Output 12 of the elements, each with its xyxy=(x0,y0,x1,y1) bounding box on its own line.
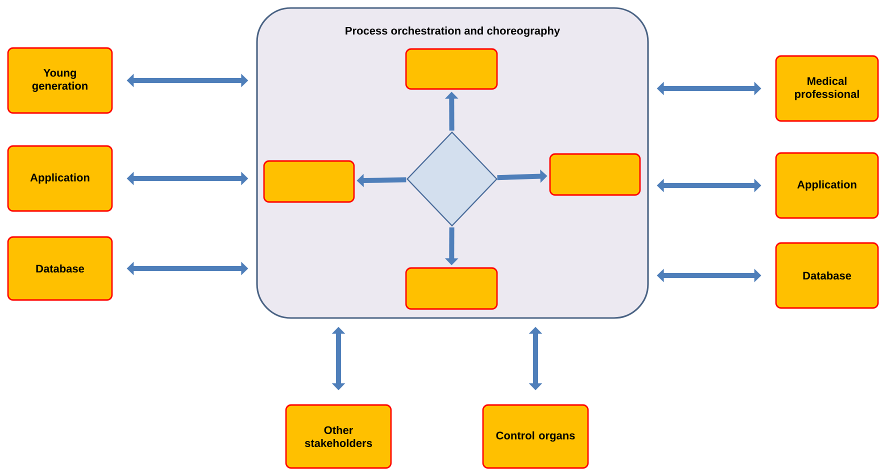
process-box: Application xyxy=(7,145,113,212)
process-box: Medical professional xyxy=(775,55,879,122)
process-box xyxy=(405,48,498,90)
process-box: Database xyxy=(7,236,113,301)
process-box xyxy=(263,160,355,203)
process-box xyxy=(549,153,641,196)
process-box: Control organs xyxy=(482,404,589,469)
process-box: Other stakeholders xyxy=(285,404,392,469)
process-box: Application xyxy=(775,152,879,219)
process-box: Young generation xyxy=(7,47,113,114)
process-box xyxy=(405,267,498,310)
process-box: Database xyxy=(775,242,879,309)
